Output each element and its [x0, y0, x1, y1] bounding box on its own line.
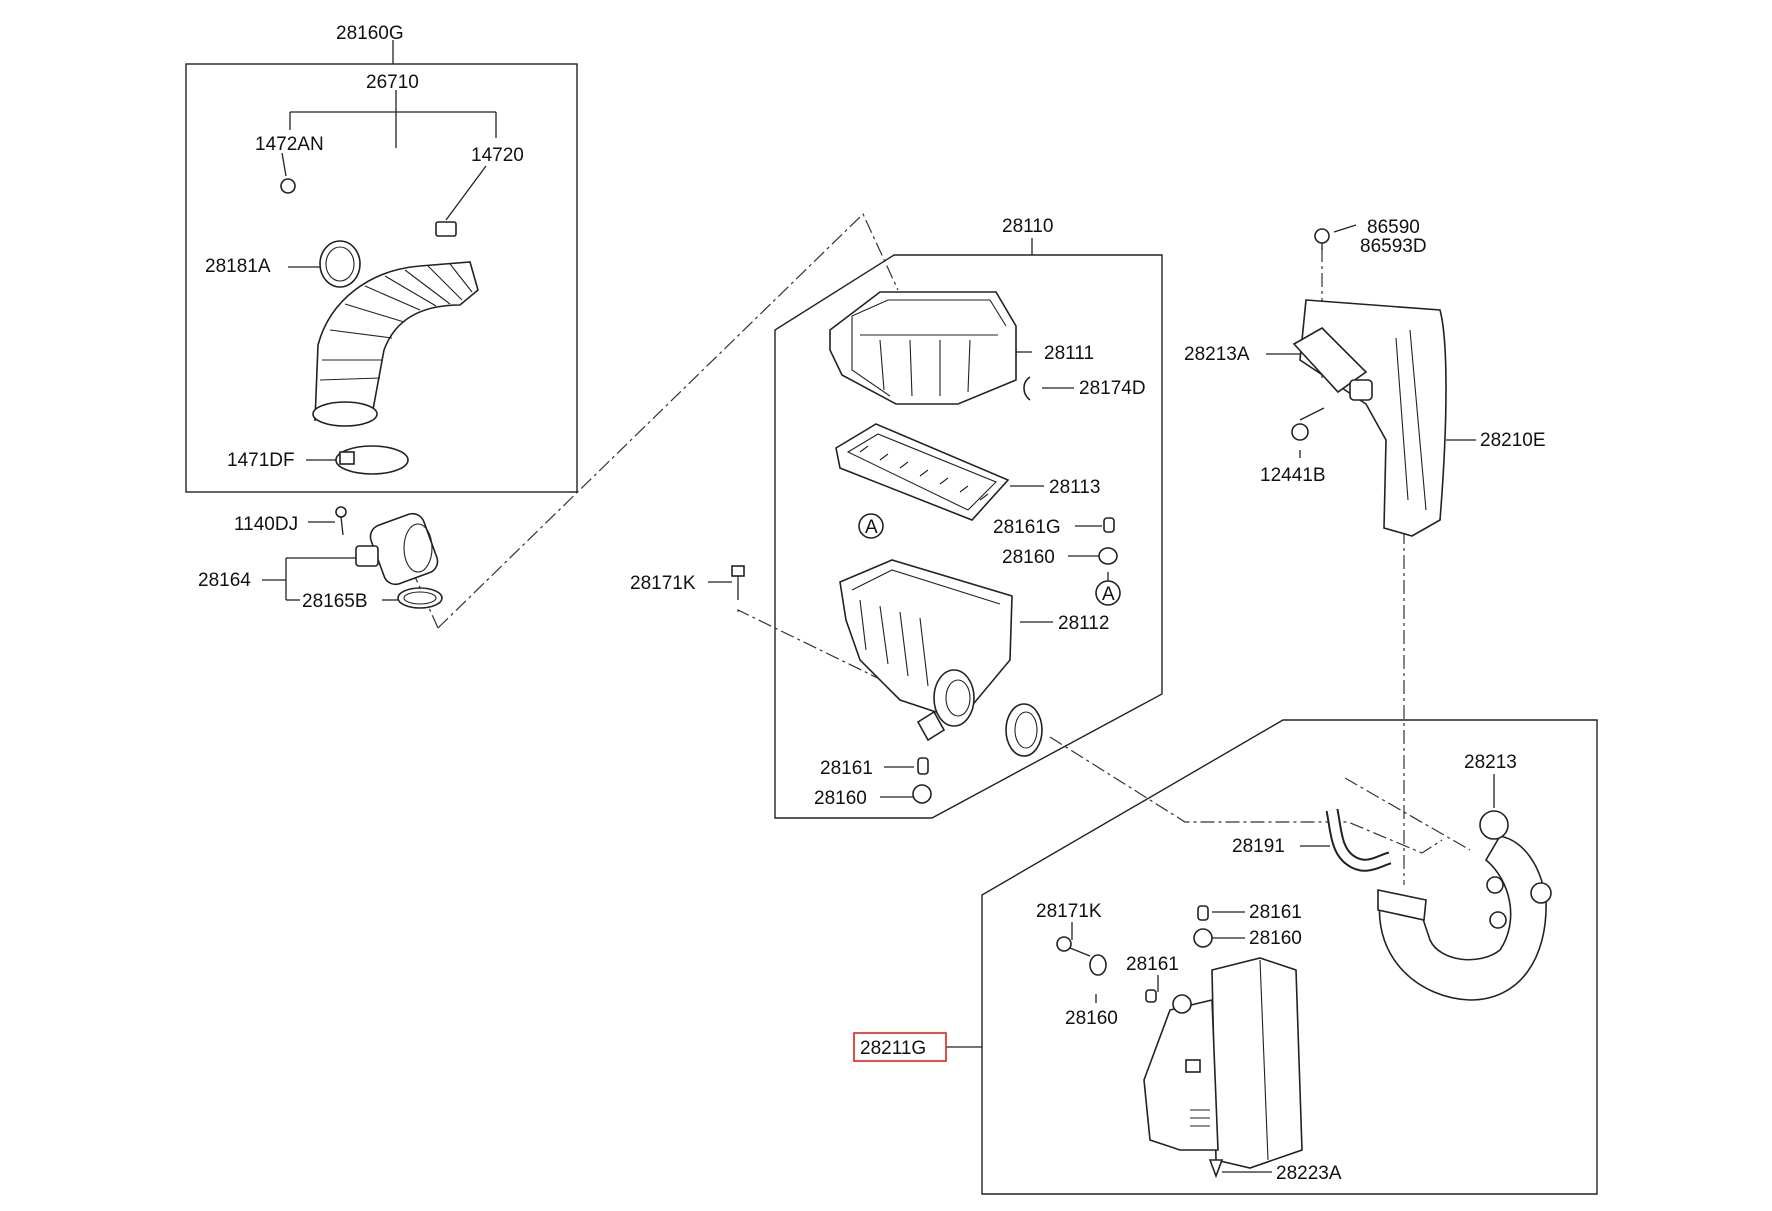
label-28213[interactable]: 28213 [1464, 752, 1517, 773]
link-line-hose-to-cover [437, 212, 899, 629]
label-26710[interactable]: 26710 [366, 72, 419, 93]
label-28171K-main[interactable]: 28171K [630, 573, 696, 594]
label-28213A[interactable]: 28213A [1184, 344, 1250, 365]
label-86593D[interactable]: 86593D [1360, 236, 1427, 257]
label-28161-low2[interactable]: 28161 [1126, 954, 1179, 975]
seal-28165B-illustration [397, 587, 443, 609]
air-filter-element-illustration [835, 423, 1010, 521]
label-86590[interactable]: 86590 [1367, 217, 1420, 238]
label-1472AN[interactable]: 1472AN [255, 134, 324, 155]
label-A-left: A [865, 517, 878, 538]
clamp-1472AN-illustration [280, 178, 296, 194]
label-28110[interactable]: 28110 [1002, 216, 1053, 237]
lower-air-box-illustration [1143, 957, 1303, 1169]
grommet-28160-top-illustration [1098, 547, 1118, 565]
label-1471DF[interactable]: 1471DF [227, 450, 295, 471]
group-box-28211G [981, 719, 1598, 1195]
clip-14720-illustration [435, 221, 457, 237]
label-28161-low1[interactable]: 28161 [1249, 902, 1302, 923]
grommet-28160-low1-illustration [1193, 928, 1213, 948]
label-28171K-low[interactable]: 28171K [1036, 901, 1102, 922]
drain-28223A-illustration [1208, 1159, 1224, 1179]
screw-1140DJ-illustration [335, 506, 347, 536]
label-28160G[interactable]: 28160G [336, 23, 404, 44]
air-cleaner-body-illustration [839, 559, 1013, 742]
label-14720[interactable]: 14720 [471, 145, 524, 166]
link-line-28191 [1344, 777, 1471, 851]
label-28191[interactable]: 28191 [1232, 836, 1285, 857]
link-line-bolt-to-airbox [737, 609, 891, 685]
label-28161G[interactable]: 28161G [993, 517, 1061, 538]
label-28174D[interactable]: 28174D [1079, 378, 1146, 399]
bolt-12441B-illustration [1291, 407, 1325, 441]
link-line-outlet-to-resonator [1049, 736, 1443, 854]
hose-28191-illustration [1325, 808, 1392, 872]
resonator-illustration [1377, 810, 1552, 1001]
airflow-sensor-illustration [355, 512, 439, 586]
clamp-1471DF-illustration [335, 445, 409, 475]
marker-A-left [858, 513, 884, 539]
label-28223A[interactable]: 28223A [1276, 1163, 1342, 1184]
label-1140DJ[interactable]: 1140DJ [234, 514, 298, 535]
label-28211G[interactable]: 28211G [860, 1038, 926, 1059]
grommet-28160-main-illustration [912, 784, 932, 804]
grommet-28161-low1-illustration [1197, 905, 1209, 921]
clamp-28181A-illustration [319, 240, 361, 288]
label-28181A[interactable]: 28181A [205, 256, 271, 277]
label-28113[interactable]: 28113 [1049, 477, 1100, 498]
intake-duct-illustration [1292, 299, 1447, 537]
leader-lines [262, 40, 1495, 1173]
part-labels: 28160G 26710 1472AN 14720 28181A 1471DF … [198, 23, 1546, 1184]
group-box-28110 [774, 254, 1163, 819]
bolt-28171K-main-illustration [731, 565, 745, 600]
label-28160-low1[interactable]: 28160 [1249, 928, 1302, 949]
bolt-28171K-low-illustration [1056, 936, 1091, 957]
grommet-28161-low2-illustration [1145, 989, 1157, 1003]
label-28160-top[interactable]: 28160 [1002, 547, 1055, 568]
outlet-seal-illustration [1005, 703, 1043, 757]
label-28112[interactable]: 28112 [1058, 613, 1109, 634]
breather-hose-illustration [297, 155, 451, 209]
grommet-28161-main-illustration [917, 757, 929, 775]
clip-28174D-illustration [1023, 376, 1031, 401]
group-box-28160G [185, 63, 578, 493]
marker-A-right [1095, 580, 1121, 606]
grommet-28160-low2-illustration [1089, 954, 1107, 976]
label-28160-low2[interactable]: 28160 [1065, 1008, 1118, 1029]
clip-86590-illustration [1314, 228, 1330, 250]
air-cleaner-cover-illustration [829, 291, 1017, 405]
label-28111[interactable]: 28111 [1044, 343, 1094, 364]
label-12441B[interactable]: 12441B [1260, 465, 1326, 486]
label-28160-main[interactable]: 28160 [814, 788, 867, 809]
label-28210E[interactable]: 28210E [1480, 430, 1546, 451]
intake-hose-illustration [312, 261, 479, 427]
label-A-right: A [1102, 584, 1115, 605]
label-28161-main[interactable]: 28161 [820, 758, 873, 779]
label-28165B[interactable]: 28165B [302, 591, 368, 612]
grommet-28161G-illustration [1103, 517, 1115, 533]
label-28164[interactable]: 28164 [198, 570, 251, 591]
highlight-box-28211G [853, 1032, 947, 1062]
